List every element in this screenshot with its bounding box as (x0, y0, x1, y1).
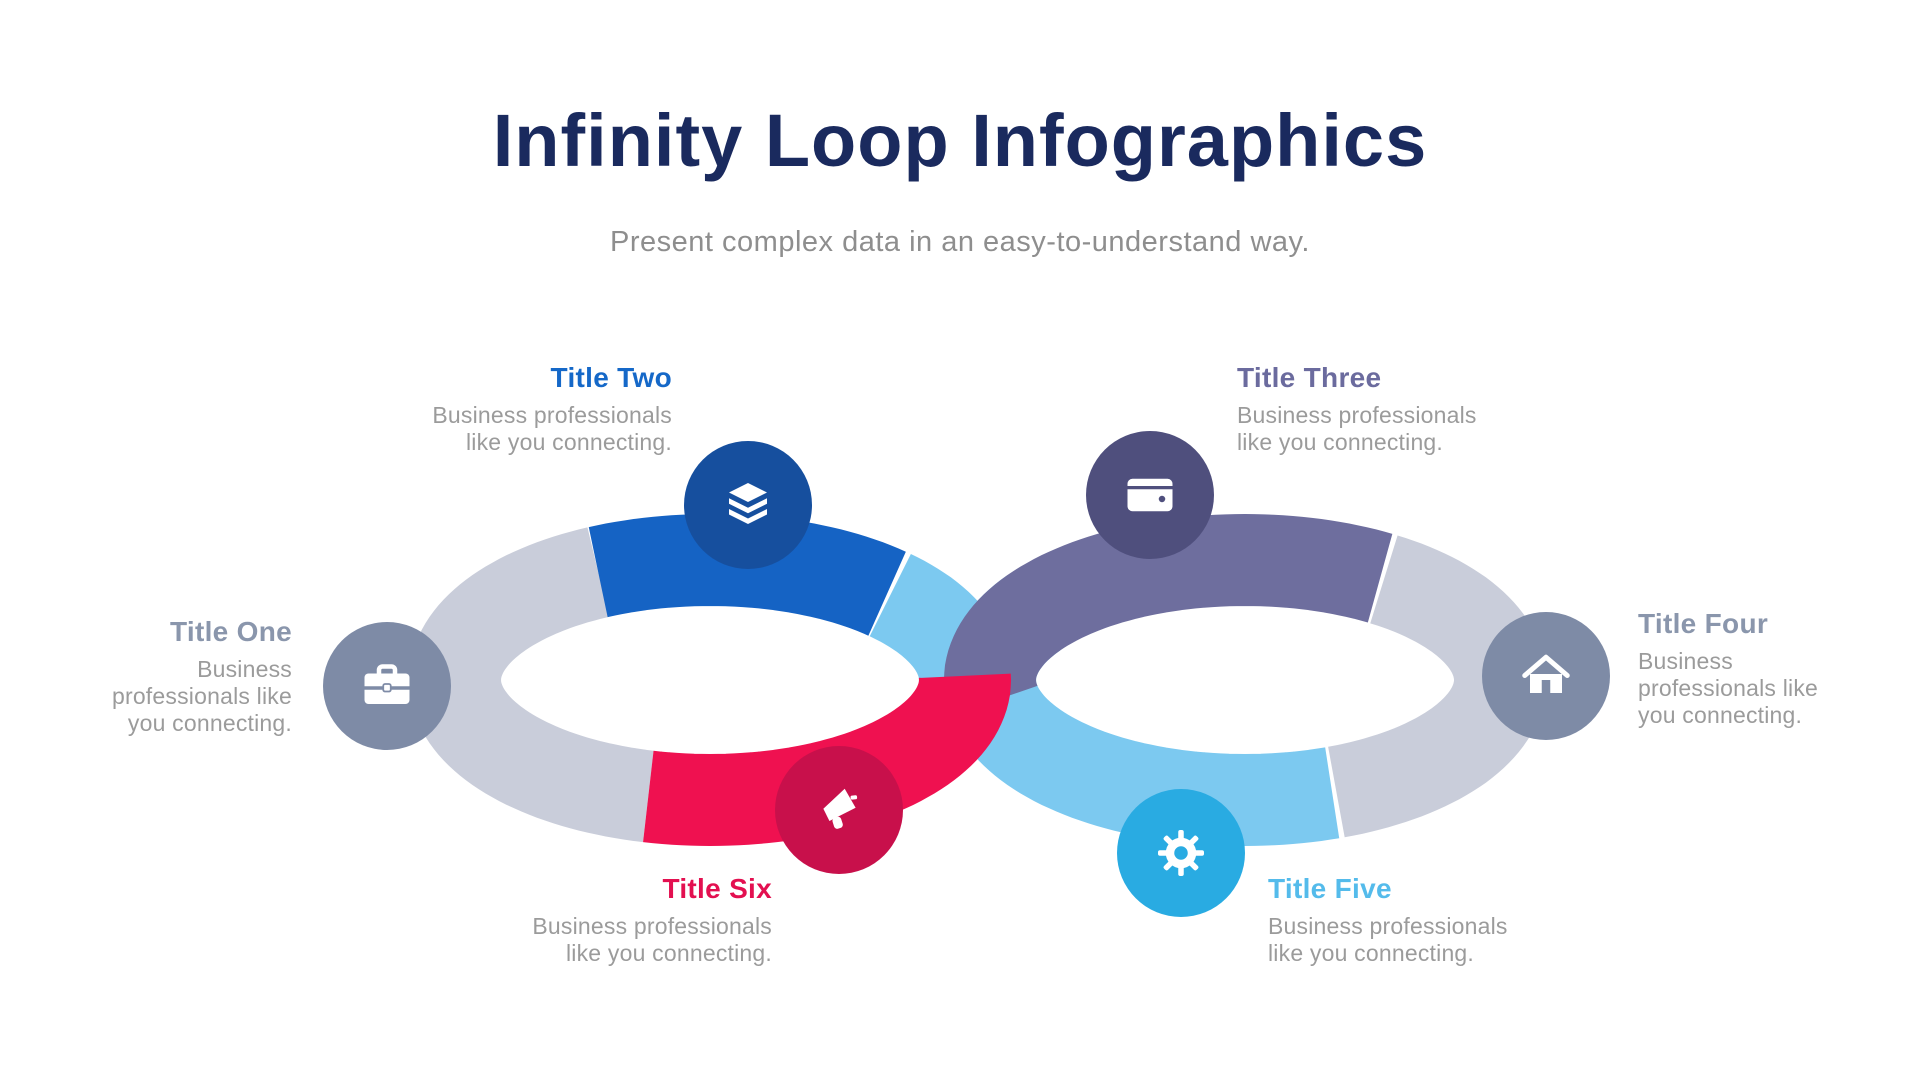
item-three-circle (1086, 431, 1214, 559)
item-six-description: Business professionals like you connecti… (532, 913, 772, 967)
item-two-description: Business professionals like you connecti… (432, 402, 672, 456)
item-four-circle (1482, 612, 1610, 740)
item-six-title: Title Six (662, 873, 772, 904)
item-five-label: Title Five Business professionals like y… (1268, 873, 1528, 967)
item-two-circle (684, 441, 812, 569)
gear-icon (1158, 830, 1205, 876)
item-one-description: Business professionals like you connecti… (111, 656, 292, 737)
item-one-title: Title One (170, 616, 292, 647)
loop-segment-2 (943, 513, 1393, 716)
item-two-label: Title Two Business professionals like yo… (412, 362, 672, 456)
home-icon (1522, 654, 1570, 693)
loop-segment-0 (408, 527, 654, 843)
item-three-description: Business professionals like you connecti… (1237, 402, 1477, 456)
item-three-title: Title Three (1237, 362, 1382, 393)
page-subtitle: Present complex data in an easy-to-under… (610, 226, 1310, 258)
page-title: Infinity Loop Infographics (492, 99, 1428, 182)
item-five-title: Title Five (1268, 873, 1392, 904)
megaphone-icon (823, 788, 858, 829)
item-six-circle (775, 746, 903, 874)
item-five-circle (1117, 789, 1245, 917)
item-one-circle (323, 622, 451, 750)
item-four-label: Title Four Business professionals like y… (1638, 608, 1856, 729)
books-icon (729, 483, 767, 524)
item-one-label: Title One Business professionals like yo… (74, 616, 292, 737)
item-two-title: Title Two (550, 362, 672, 393)
item-four-description: Business professionals like you connecti… (1638, 648, 1819, 729)
item-four-title: Title Four (1638, 608, 1769, 639)
item-six-label: Title Six Business professionals like yo… (512, 873, 772, 967)
item-three-label: Title Three Business professionals like … (1237, 362, 1497, 456)
wallet-icon (1127, 478, 1173, 512)
briefcase-icon (364, 664, 410, 704)
item-five-description: Business professionals like you connecti… (1268, 913, 1508, 967)
